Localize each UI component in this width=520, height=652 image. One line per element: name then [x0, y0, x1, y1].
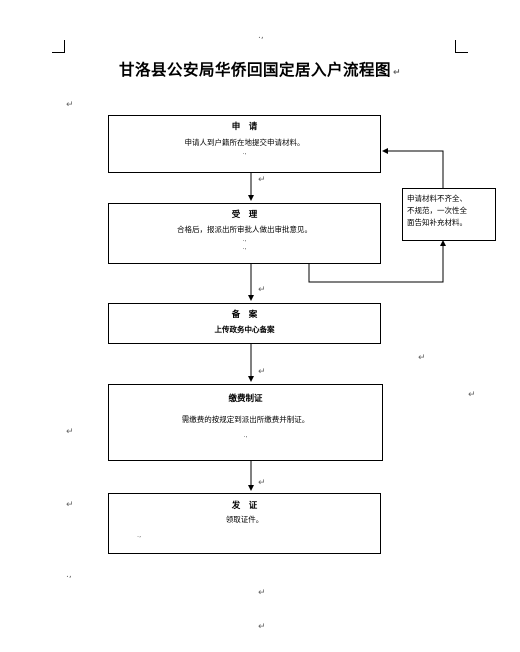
paragraph-mark: ↵ [258, 622, 266, 632]
paragraph-mark: ↵ [468, 390, 476, 400]
step-issue-text: 领取证件。 [225, 515, 264, 524]
step-accept-title: 受 理 [231, 210, 258, 220]
step-fee-box: 缴费制证 需缴费的按规定到派出所缴费并制证。 ., [108, 384, 383, 461]
step-fee-text: 需缴费的按规定到派出所缴费并制证。 [181, 415, 310, 424]
paragraph-mark: ↵ [392, 68, 402, 78]
step-accept-text: 合格后，报派出所审批人做出审批意见。 [177, 225, 312, 234]
paragraph-mark: ↵ [258, 367, 266, 377]
step-record-text: 上传政务中心备案 [214, 325, 275, 334]
step-record-box: 备 案 上传政务中心备案 [108, 303, 381, 344]
arrow-side-to-apply [382, 148, 444, 188]
arrow-accept-to-side [308, 240, 446, 283]
side-line-1: 申请材料不齐全、 [407, 194, 467, 203]
paragraph-mark: ., [258, 31, 264, 41]
paragraph-mark: ., [242, 243, 247, 251]
step-fee-title: 缴费制证 [228, 394, 263, 404]
paragraph-mark: ↵ [258, 588, 266, 598]
side-line-3: 面告知补充材料。 [407, 218, 467, 227]
page-corner-top-left [52, 40, 65, 53]
paragraph-mark: ↵ [66, 427, 74, 437]
step-issue-title: 发 证 [231, 501, 258, 511]
paragraph-mark: ↵ [258, 175, 266, 185]
step-accept-box: 受 理 合格后，报派出所审批人做出审批意见。 ., ., [108, 203, 381, 264]
page-title: 甘洛县公安局华侨回国定居入户流程图↵ [0, 58, 520, 80]
side-line-2: 不规范，一次性全 [407, 206, 467, 215]
incomplete-materials-box: 申请材料不齐全、 不规范，一次性全 面告知补充材料。 [402, 188, 496, 241]
title-text: 甘洛县公安局华侨回国定居入户流程图 [118, 61, 391, 79]
step-apply-text: 申请人到户籍所在地提交申请材料。 [184, 138, 305, 147]
step-issue-box: 发 证 领取证件。 ., [108, 493, 381, 554]
page-corner-top-right [455, 40, 468, 53]
paragraph-mark: ↵ [418, 353, 426, 363]
paragraph-mark: ., [242, 235, 247, 243]
paragraph-mark: ↵ [258, 285, 266, 295]
paragraph-mark: ↵ [258, 478, 266, 488]
paragraph-mark: ↵ [66, 100, 74, 110]
step-apply-title: 申 请 [231, 122, 258, 132]
paragraph-mark: ↵ [66, 500, 74, 510]
paragraph-mark: ., [137, 531, 142, 539]
paragraph-mark: ., [66, 570, 72, 580]
step-apply-box: 申 请 申请人到户籍所在地提交申请材料。 ., [108, 115, 381, 173]
paragraph-mark: ., [242, 148, 247, 156]
paragraph-mark: ., [243, 431, 248, 439]
step-record-title: 备 案 [231, 310, 258, 320]
